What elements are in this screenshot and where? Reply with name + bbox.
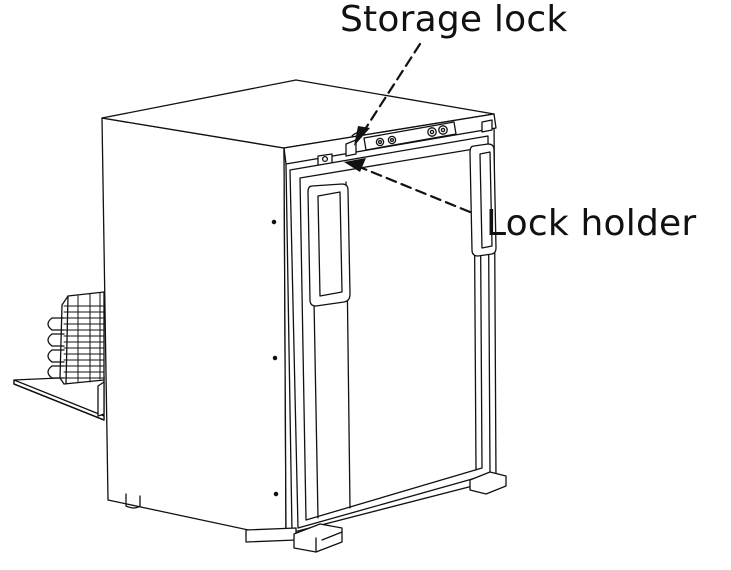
cabinet-feet [125,471,507,553]
lock-holder-label: Lock holder [486,203,697,244]
left-handle [307,183,351,307]
storage-lock-arrow [354,42,422,146]
right-handle [469,143,497,257]
condenser-tray [13,375,105,421]
coil-loops [47,317,65,379]
lock-holder-arrow [344,158,472,214]
lock-holder-bar [363,121,457,151]
storage-lock-label: Storage lock [340,0,568,40]
cabinet-side [101,117,287,539]
condenser-coil [47,291,105,417]
